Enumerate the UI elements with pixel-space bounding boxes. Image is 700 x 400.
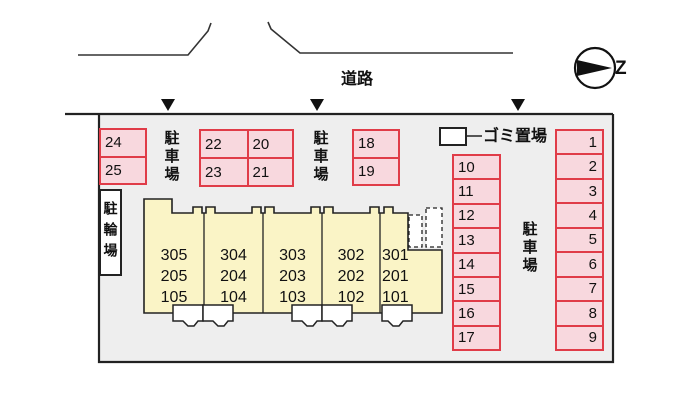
road-edge-left — [78, 22, 212, 56]
parking-spaces-18-19: 18 19 — [352, 129, 400, 186]
parking-space: 9 — [557, 324, 602, 349]
parking-space: 5 — [557, 226, 602, 251]
unit-number: 304 — [220, 247, 247, 264]
garbage-label: ゴミ置場 — [483, 128, 548, 145]
road-edge-right — [267, 21, 513, 54]
parking-space: 17 — [454, 324, 499, 349]
parking-space: 3 — [557, 177, 602, 202]
parking-lot-label: 駐車場 — [162, 130, 180, 184]
building-outline — [143, 198, 443, 314]
parking-space: 22 — [205, 135, 222, 153]
parking-space: 25 — [101, 155, 145, 184]
parking-space: 19 — [354, 156, 398, 185]
parking-space: 20 — [246, 131, 293, 157]
parking-space: 6 — [557, 251, 602, 275]
parking-space: 24 — [105, 134, 122, 152]
unit-number: 101 — [382, 289, 409, 306]
parking-spaces-1-9: 1 2 3 4 5 6 7 8 9 — [555, 129, 604, 351]
unit-stack-305: 305 205 105 — [144, 248, 204, 306]
unit-stack-303: 303 203 103 — [263, 248, 322, 306]
garbage-box — [439, 127, 467, 146]
unit-number: 301 — [382, 247, 409, 264]
parking-space: 4 — [557, 202, 602, 226]
parking-space: 23 — [201, 157, 247, 185]
parking-space: 13 — [454, 227, 499, 251]
parking-space: 2 — [557, 153, 602, 177]
north-letter: Z — [615, 58, 627, 79]
bicycle-parking-label: 駐輪場 — [102, 201, 119, 264]
entrance-porch — [381, 304, 413, 327]
entrance-arrow-icon — [161, 99, 175, 111]
unit-number: 104 — [220, 289, 247, 306]
parking-space: 21 — [246, 157, 292, 185]
unit-number: 204 — [220, 268, 247, 285]
parking-lot-label: 駐車場 — [520, 221, 538, 275]
unit-dividers — [203, 213, 381, 313]
parking-space: 11 — [454, 178, 499, 202]
parking-spaces-24-25: 24 25 — [99, 128, 147, 185]
north-compass-icon — [573, 46, 617, 90]
unit-number: 105 — [160, 289, 188, 306]
entrance-porch — [321, 304, 353, 327]
unit-number: 203 — [279, 268, 306, 285]
parking-space: 1 — [588, 133, 597, 151]
entrance-arrow-icon — [310, 99, 324, 111]
unit-number: 103 — [279, 289, 306, 306]
unit-number: 303 — [279, 247, 306, 264]
unit-stack-302: 302 202 102 — [322, 248, 380, 306]
parking-spaces-20-23: 22 20 23 21 — [199, 129, 294, 187]
unit-number: 201 — [382, 268, 409, 285]
bicycle-parking-box: 駐輪場 — [99, 189, 122, 276]
unit-number: 205 — [160, 268, 188, 285]
dashed-extension-box — [425, 207, 443, 248]
unit-number: 102 — [337, 289, 365, 306]
parking-space: 14 — [454, 251, 499, 276]
unit-stack-301: 301 201 101 — [382, 248, 412, 306]
entrance-arrow-icon — [511, 99, 525, 111]
entrance-porch — [202, 304, 234, 327]
unit-number: 305 — [160, 247, 188, 264]
dashed-extension-box — [408, 214, 423, 248]
parking-space: 15 — [454, 275, 499, 300]
parking-space: 12 — [454, 202, 499, 227]
unit-number: 202 — [337, 268, 365, 285]
parking-spaces-10-17: 10 11 12 13 14 15 16 17 — [452, 154, 501, 351]
parking-space: 18 — [358, 135, 375, 153]
parking-space: 8 — [557, 300, 602, 324]
parking-space: 7 — [557, 275, 602, 300]
parking-space: 16 — [454, 300, 499, 324]
parking-space: 10 — [458, 158, 475, 176]
unit-stack-304: 304 204 104 — [204, 248, 263, 306]
road-label: 道路 — [341, 71, 374, 88]
unit-number: 302 — [337, 247, 365, 264]
parking-lot-label: 駐車場 — [311, 130, 329, 184]
